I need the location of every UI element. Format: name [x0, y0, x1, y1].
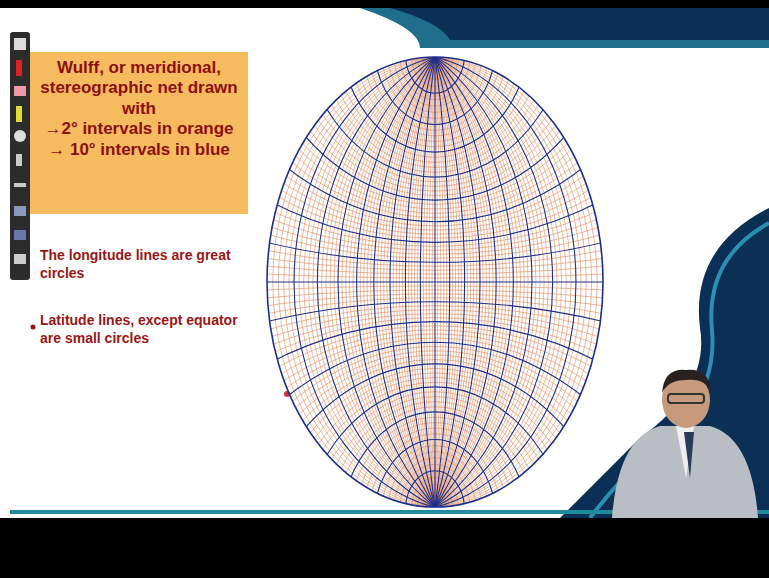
- title-text: Wulff, or meridional, stereographic net …: [38, 58, 240, 119]
- bullet-text: Latitude lines, except equator are small…: [40, 311, 255, 347]
- top-band-dark: [390, 8, 769, 40]
- slide-background: Wulff, or meridional, stereographic net …: [0, 8, 769, 518]
- interval-text: → 10° intervals in blue: [38, 140, 240, 160]
- bullet-text: The longitude lines are great circles: [40, 246, 255, 282]
- interval-text: →2° intervals in orange: [38, 119, 240, 139]
- bullet-dot: [31, 325, 36, 330]
- side-wave-line: [590, 223, 769, 518]
- title-box: Wulff, or meridional, stereographic net …: [30, 52, 248, 214]
- top-band: [360, 8, 769, 48]
- toolbar: [10, 32, 30, 280]
- presenter: [612, 370, 758, 518]
- wulff-net: [0, 8, 769, 518]
